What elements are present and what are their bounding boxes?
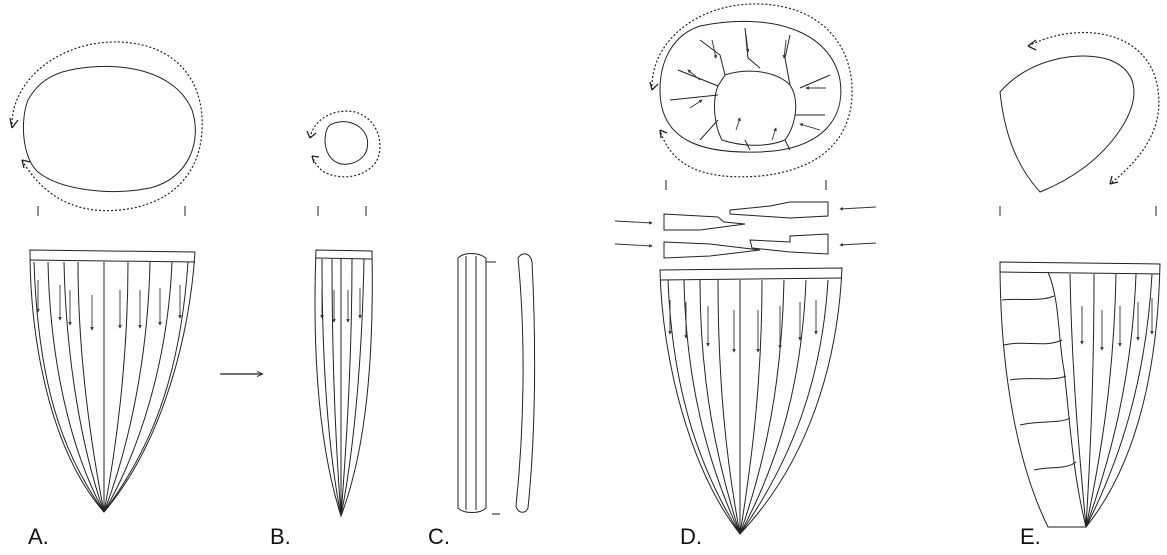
- panel-d: [615, 4, 876, 534]
- panel-c-blade-front: [458, 254, 500, 515]
- panel-label-d: D.: [680, 524, 702, 550]
- panel-e-core-side-view: [1000, 262, 1160, 527]
- panel-a: [10, 42, 262, 512]
- panel-d-platform-view: [650, 4, 852, 190]
- panel-label-e: E.: [1020, 524, 1041, 550]
- panel-label-a: A.: [28, 524, 49, 550]
- panel-b: [307, 111, 380, 516]
- panel-b-core-side-view: [315, 250, 372, 516]
- panel-a-platform-view: [10, 42, 202, 216]
- panel-e: [1000, 33, 1160, 527]
- panel-c: [458, 254, 535, 515]
- panel-d-core-side-view: [660, 268, 842, 534]
- panel-d-rejuvenation-flakes: [615, 202, 876, 258]
- panel-c-blade-profile: [516, 254, 535, 512]
- panel-b-platform-view: [307, 111, 380, 216]
- panel-label-c: C.: [428, 524, 450, 550]
- panel-a-flake-arrows: [38, 280, 180, 330]
- panel-a-core-side-view: [30, 250, 195, 512]
- panel-label-b: B.: [270, 524, 291, 550]
- panel-e-platform-view: [1000, 33, 1159, 216]
